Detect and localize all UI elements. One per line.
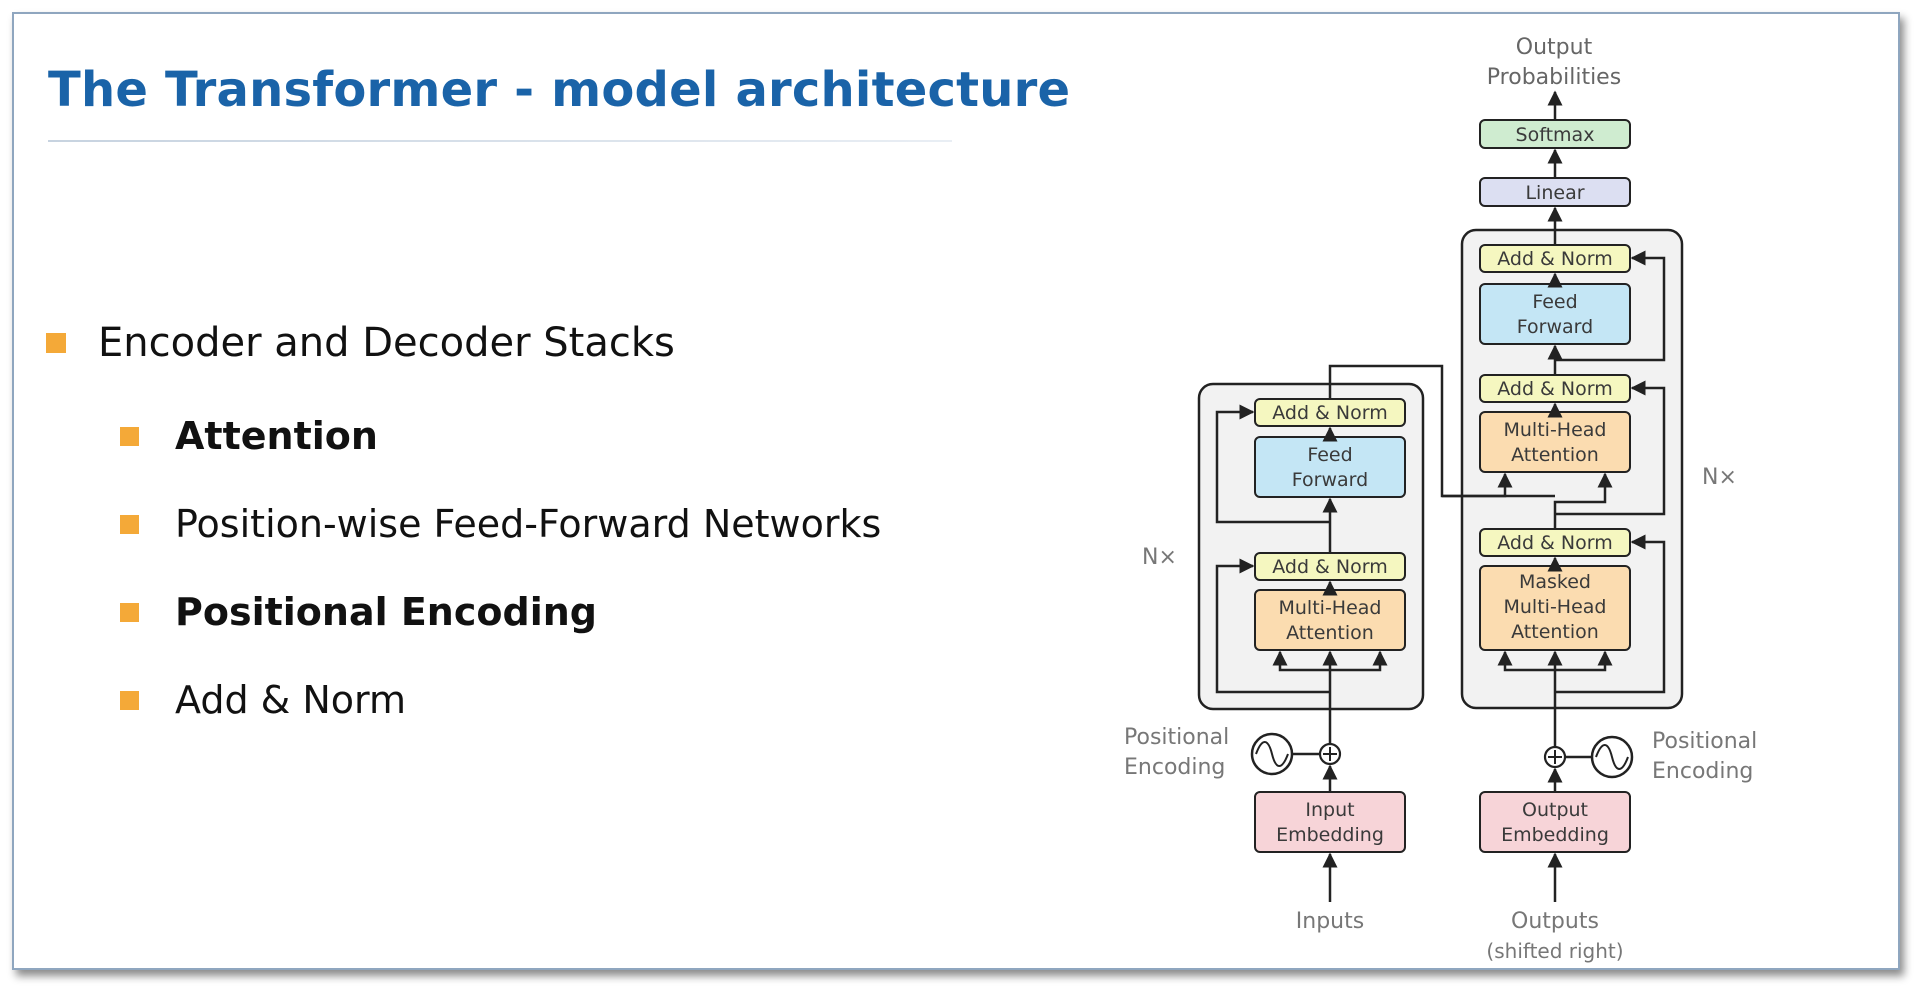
- decoder-masked-attention-label-line3: Attention: [1511, 621, 1599, 643]
- positional-encoding-left-line1: Positional: [1124, 725, 1229, 750]
- encoder-feed-forward-label-line2: Forward: [1292, 469, 1368, 491]
- linear-label: Linear: [1525, 182, 1584, 204]
- input-embedding-label-line1: Input: [1305, 799, 1354, 821]
- bullet-positional-encoding: Positional Encoding: [120, 590, 597, 634]
- encoder-nx-label: N×: [1142, 545, 1177, 570]
- bullet-text: Position-wise Feed-Forward Networks: [175, 502, 882, 546]
- title-underline: [48, 140, 952, 142]
- inputs-label: Inputs: [1296, 909, 1364, 934]
- bullet-text: Encoder and Decoder Stacks: [98, 320, 675, 366]
- bullet-square-icon: [120, 514, 139, 534]
- slide-title: The Transformer - model architecture: [48, 62, 1071, 118]
- decoder-feed-forward-label-line2: Forward: [1517, 316, 1593, 338]
- decoder-masked-attention-label-line1: Masked: [1519, 571, 1591, 593]
- slide: The Transformer - model architecture Enc…: [12, 12, 1900, 970]
- decoder-masked-attention-label-line2: Multi-Head: [1504, 596, 1607, 618]
- sine-wave-right-icon: [1590, 735, 1634, 779]
- output-embedding-label-line2: Embedding: [1501, 824, 1609, 846]
- encoder-attention-label-line1: Multi-Head: [1279, 597, 1382, 619]
- decoder-add-norm-bottom-label: Add & Norm: [1497, 532, 1613, 554]
- positional-encoding-right-line2: Encoding: [1652, 759, 1753, 784]
- bullet-square-icon: [120, 602, 139, 622]
- bullet-square-icon: [120, 426, 139, 446]
- encoder-stack: [1197, 382, 1425, 711]
- bullet-attention: Attention: [120, 414, 378, 458]
- output-probabilities-label-line2: Probabilities: [1487, 65, 1621, 90]
- bullet-feed-forward: Position-wise Feed-Forward Networks: [120, 502, 881, 546]
- outputs-label-line1: Outputs: [1511, 909, 1599, 934]
- softmax-label: Softmax: [1516, 124, 1595, 146]
- output-probabilities-label-line1: Output: [1516, 35, 1593, 60]
- input-embedding-label-line2: Embedding: [1276, 824, 1384, 846]
- add-right-icon: [1543, 745, 1567, 769]
- connection-arrows: [1215, 90, 1666, 902]
- bullet-square-icon: [120, 690, 139, 710]
- encoder-add-norm-top-label: Add & Norm: [1272, 402, 1388, 424]
- bullet-text: Attention: [175, 414, 378, 458]
- positional-encoding-left-line2: Encoding: [1124, 755, 1225, 780]
- add-left-icon: [1318, 742, 1342, 766]
- sine-wave-left-icon: [1250, 732, 1294, 776]
- decoder-add-norm-top-label: Add & Norm: [1497, 248, 1613, 270]
- bullet-square-icon: [46, 333, 66, 353]
- decoder-attention-label-line1: Multi-Head: [1504, 419, 1607, 441]
- outputs-label-line2: (shifted right): [1486, 939, 1623, 963]
- bullet-text: Add & Norm: [175, 678, 407, 722]
- decoder-nx-label: N×: [1702, 465, 1737, 490]
- bullet-text: Positional Encoding: [175, 590, 597, 634]
- encoder-add-norm-bottom-label: Add & Norm: [1272, 556, 1388, 578]
- bullet-encoder-decoder: Encoder and Decoder Stacks: [46, 320, 675, 366]
- positional-encoding-right-line1: Positional: [1652, 729, 1757, 754]
- encoder-feed-forward-label-line1: Feed: [1307, 444, 1352, 466]
- encoder-attention-label-line2: Attention: [1286, 622, 1374, 644]
- output-embedding-label-line1: Output: [1522, 799, 1588, 821]
- decoder-attention-label-line2: Attention: [1511, 444, 1599, 466]
- decoder-add-norm-mid-label: Add & Norm: [1497, 378, 1613, 400]
- bullet-add-norm: Add & Norm: [120, 678, 406, 722]
- transformer-diagram: Output Probabilities Softmax Linear Add …: [1124, 35, 1757, 963]
- decoder-feed-forward-label-line1: Feed: [1532, 291, 1577, 313]
